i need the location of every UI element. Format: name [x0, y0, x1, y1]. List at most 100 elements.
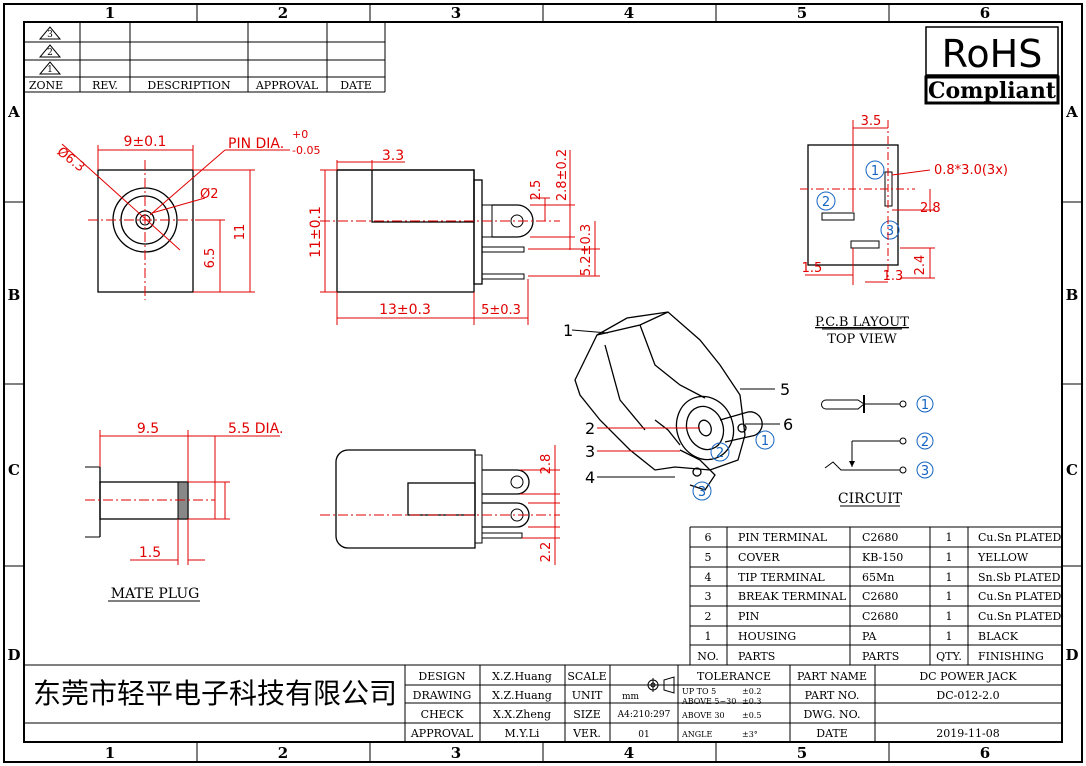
svg-text:YELLOW: YELLOW — [977, 551, 1029, 564]
mate-plug-label: MATE PLUG — [111, 586, 200, 602]
projection-symbol — [644, 676, 675, 694]
rohs-badge: RoHS Compliant — [924, 26, 1060, 105]
svg-text:QTY.: QTY. — [936, 650, 962, 663]
iso-pin-2: 2 — [716, 446, 724, 461]
svg-text:Sn.Sb PLATED: Sn.Sb PLATED — [978, 571, 1061, 584]
svg-text:1: 1 — [946, 590, 953, 603]
rohs-subtitle: Compliant — [928, 78, 1057, 104]
pcb-layout-view: 1 2 3 3.5 0.8*3.0(3x) 2.8 1.5 1.3 2.4 P.… — [800, 114, 1008, 347]
dim-side-5-2: 5.2±0.3 — [579, 224, 594, 276]
approval-label: APPROVAL — [410, 727, 474, 740]
svg-text:PARTS: PARTS — [862, 650, 899, 663]
dim-pcb-3-5: 3.5 — [861, 114, 882, 129]
angle-value: ±3° — [742, 730, 758, 739]
bom-row: 3 BREAK TERMINAL C2680 1 Cu.Sn PLATED — [705, 590, 1062, 603]
column-label: 2 — [278, 4, 288, 22]
row-label: B — [8, 286, 21, 304]
dim-pcb-1-3: 1.3 — [883, 269, 904, 284]
angle-label: ANGLE — [681, 730, 712, 739]
size-label: SIZE — [573, 708, 601, 721]
dim-side-2-8: 2.8±0.2 — [555, 149, 570, 201]
column-label: 2 — [278, 744, 288, 762]
bottom-view: 2.8 2.2 — [320, 445, 560, 565]
sheet-frame — [3, 3, 1083, 763]
bom-table: 6 PIN TERMINAL C2680 1 Cu.Sn PLATED 5 CO… — [689, 526, 1062, 665]
dim-plug-1-5: 1.5 — [139, 545, 161, 561]
svg-text:1: 1 — [705, 630, 712, 643]
column-label: 4 — [624, 744, 634, 762]
part-no-label: PART NO. — [805, 689, 860, 702]
svg-text:PIN TERMINAL: PIN TERMINAL — [738, 531, 828, 544]
approval-value: M.Y.Li — [505, 727, 540, 740]
column-label: 4 — [624, 4, 634, 22]
company-name: 东莞市轻平电子科技有限公司 — [33, 677, 397, 710]
dim-front-outer-dia: Ø6.3 — [54, 144, 88, 175]
row-label: B — [1066, 286, 1079, 304]
row-label: C — [1066, 461, 1078, 479]
bom-header-row: NO. PARTS PARTS QTY. FINISHING — [697, 650, 1044, 663]
tol-2-label: ABOVE 5~30 — [681, 697, 736, 706]
revision-table: 3 2 1 ZONE REV. DESCRIPTION APPROVAL DAT… — [24, 22, 386, 93]
iso-callout-2: 2 — [585, 419, 595, 438]
zone-marker: 3 2 1 — [38, 26, 62, 75]
svg-text:PIN: PIN — [738, 610, 760, 623]
circuit-diagram: 1 2 3 CIRCUIT — [821, 395, 934, 507]
rev-header-zone: ZONE — [29, 79, 63, 92]
scale-label: SCALE — [567, 670, 606, 683]
iso-callout-3: 3 — [585, 442, 595, 461]
svg-text:C2680: C2680 — [862, 531, 898, 544]
row-label: D — [1065, 646, 1078, 664]
column-label: 3 — [451, 744, 461, 762]
svg-text:1: 1 — [946, 630, 953, 643]
tol-3-value: ±0.5 — [742, 711, 761, 720]
dim-pcb-2-8: 2.8 — [920, 201, 941, 216]
row-label: D — [7, 646, 20, 664]
ver-label: VER. — [572, 727, 601, 740]
svg-text:3: 3 — [705, 590, 712, 603]
rev-header-description: DESCRIPTION — [147, 79, 231, 92]
svg-text:2: 2 — [47, 48, 53, 58]
iso-callout-5: 5 — [780, 380, 790, 399]
size-value: A4:210:297 — [617, 710, 671, 720]
iso-pin-3: 3 — [698, 485, 706, 500]
dwg-no-label: DWG. NO. — [803, 708, 860, 721]
tol-3-label: ABOVE 30 — [681, 711, 725, 720]
isometric-view — [574, 311, 763, 491]
tol-2-value: ±0.3 — [742, 697, 761, 706]
circuit-pin-3: 3 — [921, 464, 929, 479]
dim-plug-dia: 5.5 DIA. — [228, 421, 283, 437]
column-label: 5 — [797, 4, 807, 22]
column-label: 1 — [105, 744, 115, 762]
row-label: C — [8, 461, 20, 479]
svg-text:1: 1 — [946, 571, 953, 584]
svg-text:BLACK: BLACK — [978, 630, 1019, 643]
unit-label: UNIT — [572, 689, 603, 702]
column-label: 3 — [451, 4, 461, 22]
tol-1-label: UP TO 5 — [682, 687, 716, 696]
dim-pcb-1-5: 1.5 — [802, 261, 823, 276]
part-name-label: PART NAME — [797, 670, 867, 683]
svg-text:Cu.Sn PLATED: Cu.Sn PLATED — [978, 590, 1062, 603]
svg-text:C2680: C2680 — [862, 610, 898, 623]
design-label: DESIGN — [418, 670, 466, 683]
svg-text:NO.: NO. — [697, 650, 719, 663]
bom-row: 4 TIP TERMINAL 65Mn 1 Sn.Sb PLATED — [705, 571, 1061, 584]
front-view: 9±0.1 Ø6.3 PIN DIA. +0 -0.05 Ø2 6.5 11 — [54, 128, 320, 300]
column-labels-bottom: 1 2 3 4 5 6 — [105, 744, 990, 762]
check-label: CHECK — [421, 708, 464, 721]
dim-side-3-3: 3.3 — [382, 148, 404, 164]
row-label: A — [7, 103, 20, 121]
row-labels: A B C D A B C D — [7, 103, 1078, 664]
dim-side-13: 13±0.3 — [379, 302, 431, 318]
pcb-pin-3: 3 — [886, 224, 894, 239]
svg-text:KB-150: KB-150 — [862, 551, 903, 564]
dim-plug-9-5: 9.5 — [137, 421, 159, 437]
svg-text:65Mn: 65Mn — [862, 571, 894, 584]
bom-row: 1 HOUSING PA 1 BLACK — [705, 630, 1019, 643]
dim-side-5: 5±0.3 — [481, 303, 521, 318]
tol-1-value: ±0.2 — [742, 687, 761, 696]
date-value: 2019-11-08 — [936, 727, 999, 740]
pcb-pin-2: 2 — [822, 195, 830, 210]
iso-pin-1: 1 — [761, 434, 769, 449]
